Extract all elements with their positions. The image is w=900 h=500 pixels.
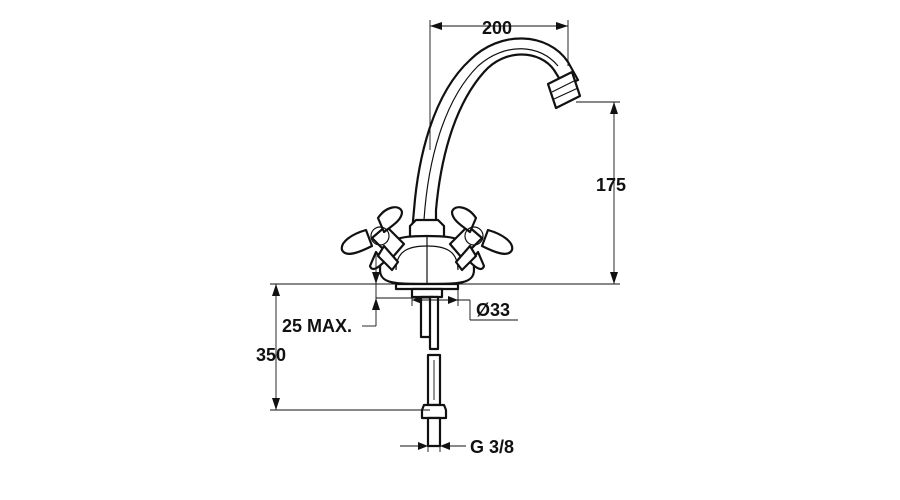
right-cross-handle	[448, 206, 514, 272]
mounting-stud	[419, 295, 440, 351]
spout	[410, 37, 582, 234]
supply-hose	[420, 353, 448, 448]
deck-washer	[394, 282, 460, 299]
connection-label: G 3/8	[470, 437, 514, 457]
thread-length-label: 350	[256, 345, 286, 365]
central-body	[378, 218, 476, 286]
faucet-body	[340, 37, 582, 448]
dimension-labels: 200 175 350 25 MAX. Ø33 G 3/8	[256, 18, 626, 457]
spout-height-label: 175	[596, 175, 626, 195]
spout-reach-label: 200	[482, 18, 512, 38]
deck-thickness-label: 25 MAX.	[282, 316, 352, 336]
left-cross-handle	[340, 206, 406, 272]
dimension-lines	[270, 20, 620, 452]
hole-diameter-label: Ø33	[476, 300, 510, 320]
